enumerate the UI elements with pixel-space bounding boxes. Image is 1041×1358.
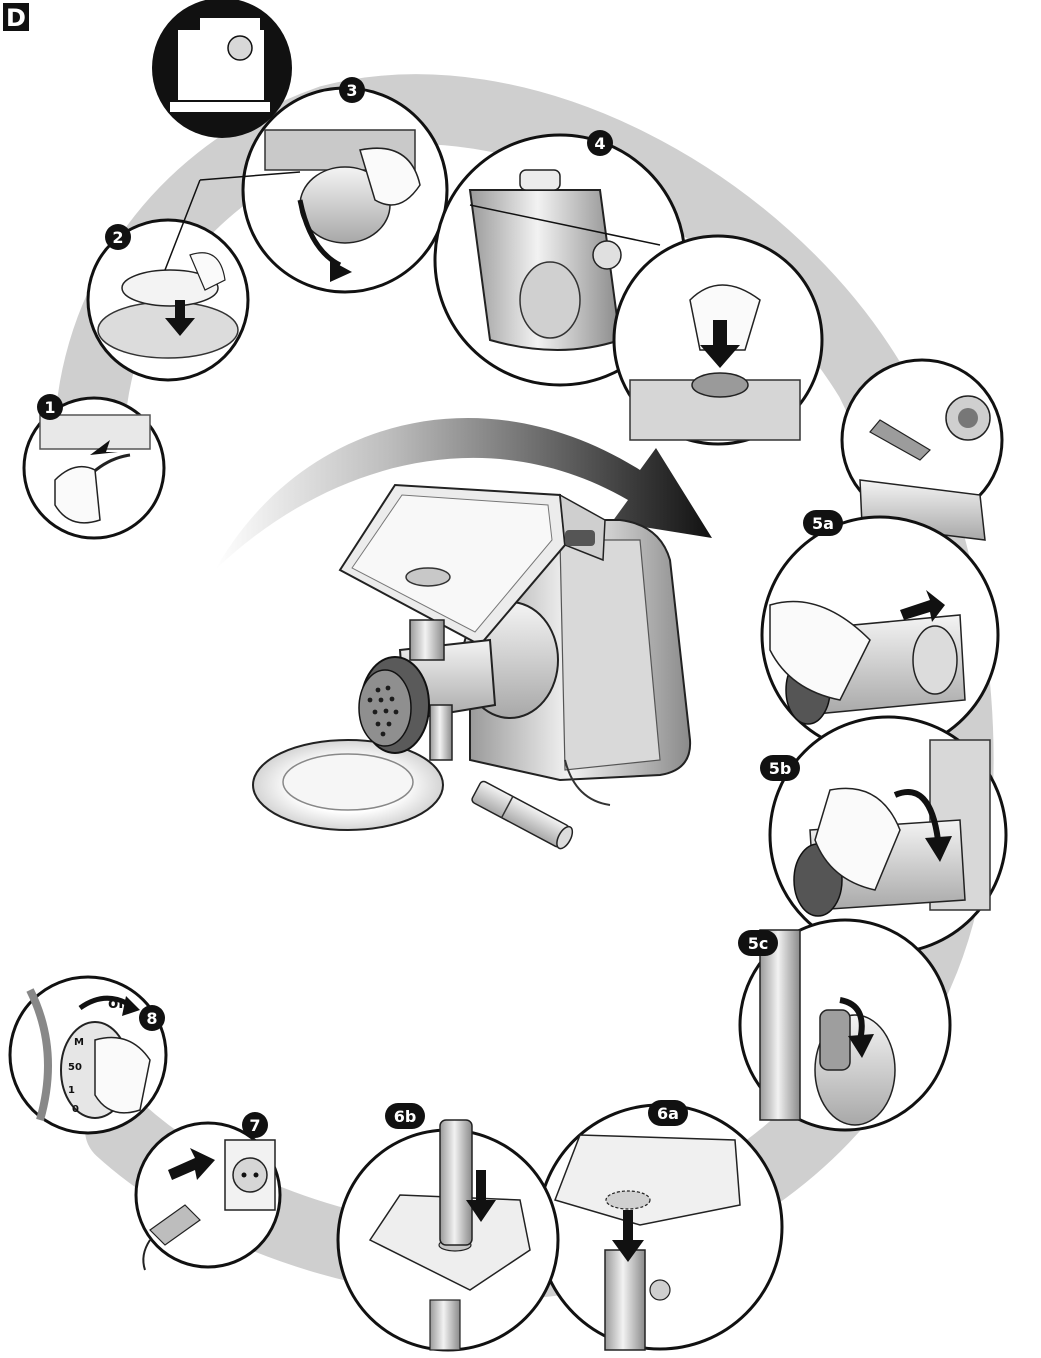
step-7-panel <box>136 1123 280 1270</box>
dial-mark-1: 1 <box>68 1085 75 1096</box>
step-badge-6a: 6a <box>648 1100 688 1126</box>
step-badge-6b: 6b <box>385 1103 425 1129</box>
svg-text:6a: 6a <box>657 1104 679 1123</box>
svg-text:8: 8 <box>146 1009 157 1028</box>
svg-text:5c: 5c <box>748 934 769 953</box>
dial-on-label: on <box>108 994 129 1012</box>
svg-text:3: 3 <box>346 81 357 100</box>
step-badge-1: 1 <box>37 394 63 420</box>
step-badge-3: 3 <box>339 77 365 103</box>
section-label: D <box>3 3 29 32</box>
svg-text:6b: 6b <box>394 1107 417 1126</box>
step-6a-panel <box>538 1105 782 1350</box>
dial-mark-0: 0 <box>72 1104 79 1115</box>
step-badge-2: 2 <box>105 224 131 250</box>
step-5a-detail-panel <box>842 360 1002 540</box>
step-5b-panel <box>770 717 1006 953</box>
svg-text:7: 7 <box>249 1116 260 1135</box>
svg-text:5b: 5b <box>769 759 792 778</box>
step-8-panel: M 50 1 0 on <box>10 977 166 1133</box>
step-badge-7: 7 <box>242 1112 268 1138</box>
dial-mark-50: 50 <box>68 1062 82 1073</box>
step-badge-5b: 5b <box>760 755 800 781</box>
svg-text:5a: 5a <box>812 514 834 533</box>
svg-text:D: D <box>6 4 26 32</box>
step-badge-5c: 5c <box>738 930 778 956</box>
step-badge-4: 4 <box>587 130 613 156</box>
step-6b-panel <box>338 1120 558 1350</box>
svg-text:4: 4 <box>594 134 605 153</box>
svg-text:1: 1 <box>44 398 55 417</box>
svg-text:2: 2 <box>112 228 123 247</box>
step-4-panel <box>435 135 822 444</box>
dial-mark-m: M <box>74 1037 84 1048</box>
meat-mincer-illustration <box>253 485 690 851</box>
step-badge-8: 8 <box>139 1005 165 1031</box>
step-badge-5a: 5a <box>803 510 843 536</box>
